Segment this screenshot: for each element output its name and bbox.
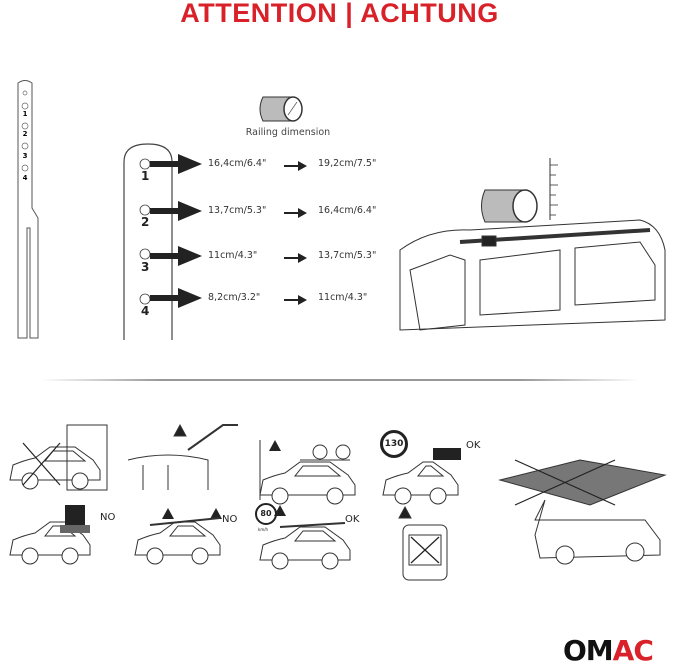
- railing-profile-icon: [259, 96, 303, 122]
- svg-text:2: 2: [23, 130, 28, 138]
- svg-text:1: 1: [23, 110, 28, 118]
- big-arrow-icon: [150, 288, 202, 308]
- car-warning-illustration: [134, 508, 222, 565]
- car-roof-rail-illustration: [399, 158, 666, 331]
- speed-sign-130: 130: [380, 430, 408, 458]
- large-load-crossed-illustration: [498, 459, 667, 565]
- page-title: ATTENTION | ACHTUNG: [180, 0, 499, 28]
- big-arrow-icon: [150, 201, 202, 221]
- logo-part-om: OM: [563, 634, 614, 667]
- railing-max-4: 11cm/4.3": [318, 292, 368, 303]
- railing-min-2: 13,7cm/5.3": [208, 205, 267, 216]
- hole-number-3: 3: [141, 260, 150, 274]
- hole-number-2: 2: [141, 215, 150, 229]
- railing-dimension-label: Railing dimension: [245, 127, 331, 138]
- small-arrow-icon: [284, 253, 307, 263]
- svg-text:4: 4: [23, 174, 28, 182]
- ok-label-2: OK: [345, 514, 360, 525]
- strap-holes-illustration: [123, 143, 173, 340]
- hole-number-1: 1: [141, 169, 150, 183]
- omac-logo: OMAC: [563, 634, 654, 667]
- car-top-view-illustration: [398, 505, 448, 581]
- railing-min-3: 11cm/4.3": [208, 250, 258, 261]
- logo-part-ac: AC: [612, 634, 654, 667]
- car-warning-illustration: [259, 505, 351, 570]
- car-warning-illustration: [382, 448, 461, 505]
- strap-full-illustration: 1 2 3 4: [17, 80, 39, 339]
- railing-max-2: 16,4cm/6.4": [318, 205, 377, 216]
- railing-max-1: 19,2cm/7.5": [318, 158, 377, 169]
- big-arrow-icon: [150, 246, 202, 266]
- ok-label-1: OK: [466, 440, 481, 451]
- speed-sign-80: 80: [255, 503, 277, 525]
- speed-unit: km/h: [258, 527, 269, 532]
- svg-text:3: 3: [23, 152, 28, 160]
- car-warning-illustration: [9, 505, 91, 565]
- no-label-2: NO: [222, 514, 238, 525]
- big-arrow-icon: [150, 154, 202, 174]
- railing-min-1: 16,4cm/6.4": [208, 158, 267, 169]
- small-arrow-icon: [284, 295, 307, 305]
- small-arrow-icon: [284, 161, 307, 171]
- car-warning-illustration: [9, 424, 108, 491]
- car-warning-illustration: [259, 440, 356, 505]
- railing-max-3: 13,7cm/5.3": [318, 250, 377, 261]
- no-label-1: NO: [100, 512, 116, 523]
- small-arrow-icon: [284, 208, 307, 218]
- section-divider: [40, 379, 640, 381]
- rail-clearance-illustration: [127, 423, 238, 490]
- hole-number-4: 4: [141, 304, 150, 318]
- railing-min-4: 8,2cm/3.2": [208, 292, 261, 303]
